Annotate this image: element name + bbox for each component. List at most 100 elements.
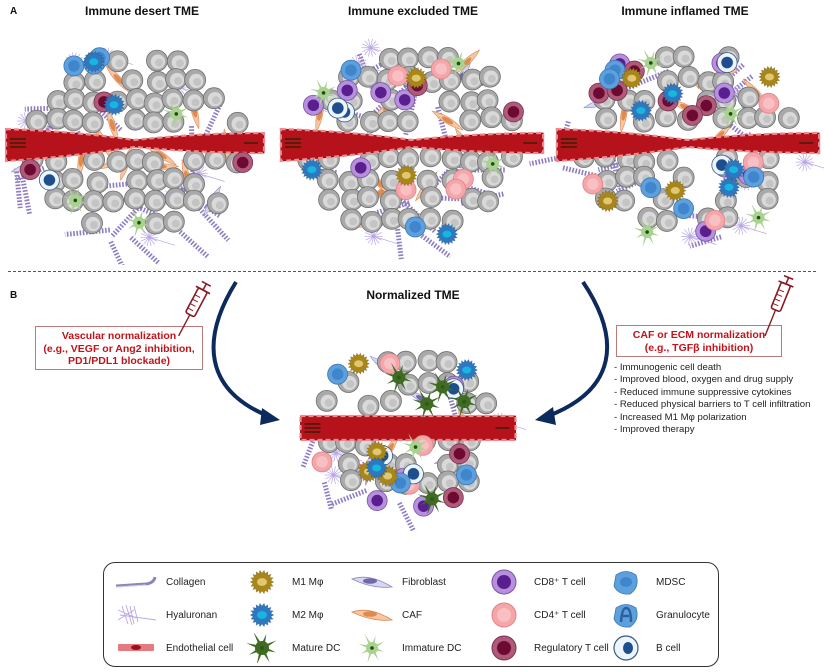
tumor-cell: [125, 148, 148, 171]
cd4-t-cell: [387, 65, 409, 87]
regulatory-t-cell: [681, 105, 703, 126]
blood-vessel: [279, 127, 545, 163]
tumor-cell: [63, 88, 86, 111]
tumor-cell: [441, 147, 464, 170]
effect-item: - Reduced physical barriers to T cell in…: [614, 399, 811, 411]
tumor-cell: [595, 107, 618, 130]
mdsc-cell: [599, 68, 620, 90]
legend-label: Endothelial cell: [166, 642, 234, 654]
tumor-cell: [477, 190, 499, 213]
tumor-cell: [62, 109, 85, 132]
cd8-t-cell: [336, 79, 358, 101]
tumor-cell: [419, 207, 441, 230]
tumor-cell: [341, 188, 364, 211]
b-cell: [327, 97, 349, 119]
tumor-cell: [420, 186, 443, 209]
tumor-cell: [81, 111, 104, 134]
tumor-cell: [86, 171, 109, 194]
hyaluronan: [681, 227, 717, 246]
tumor-cell: [381, 207, 403, 230]
endothelial-cell-icon: [118, 644, 154, 651]
dendritic-cell-shape: [246, 633, 277, 663]
tumor-cell: [124, 108, 147, 131]
mature-dc: [412, 388, 441, 420]
legend-item-immature-dc: Immature DC: [350, 633, 461, 663]
cd8-t-cell: [366, 490, 388, 511]
caf-icon: [350, 609, 394, 621]
tumor-cell: [613, 189, 636, 212]
tumor-cell: [144, 189, 166, 212]
tumor-cell: [656, 149, 679, 172]
legend-item-cd8-t-cell: CD8⁺ T cell: [482, 567, 586, 597]
m2-macrophage: [102, 93, 126, 117]
mdsc-cell: [63, 55, 85, 77]
panel-a-label: A: [10, 6, 18, 17]
m1-macrophage: [758, 65, 781, 89]
b-cell: [39, 169, 60, 191]
collagen-fiber: [20, 177, 33, 215]
macrophage-shape: [249, 569, 275, 595]
tumor-cell: [459, 109, 482, 132]
tumor-cell: [162, 210, 185, 233]
tumor-cell: [166, 50, 189, 73]
cd4-t-cell: [758, 92, 780, 114]
collagen-fiber: [178, 229, 210, 259]
immature-dc: [717, 100, 744, 129]
mature-dc: [449, 386, 478, 418]
tumor-cell: [182, 189, 205, 212]
legend-item-b-cell: B cell: [604, 633, 680, 663]
title-normalized-tme: Normalized TME: [366, 288, 460, 302]
collagen-fiber: [374, 200, 411, 216]
title-immune-desert: Immune desert TME: [84, 4, 200, 18]
cd8-t-cell: [394, 89, 416, 111]
immature-dc: [479, 150, 506, 179]
tumor-cell: [397, 147, 419, 170]
tumor-cell: [204, 147, 227, 170]
legend-label: M2 Mφ: [292, 609, 324, 621]
mdsc-cell: [673, 198, 694, 220]
cd8-t-cell: [350, 157, 372, 179]
tumor-cell: [340, 208, 363, 231]
tumor-cell: [378, 48, 401, 70]
tumor-cell: [106, 150, 129, 173]
mature-dc: [417, 483, 446, 516]
m1-macrophage-icon: [249, 569, 275, 595]
legend-label: Granulocyte: [656, 609, 710, 621]
m1-macrophage: [347, 352, 371, 375]
tumor-cell: [481, 166, 504, 189]
macrophage-shape: [249, 602, 275, 628]
syringe-icon-right: [764, 274, 794, 337]
immature-dc: [402, 433, 429, 462]
tumor-cell: [475, 392, 498, 415]
fibroblast-icon: [350, 576, 394, 588]
tumor-cell: [183, 172, 205, 195]
legend: Collagen Hyaluronan Endothelial cell M1 …: [103, 562, 719, 667]
vascular-normalization-example: (e.g., VEGF or Ang2 inhibition,: [43, 342, 195, 355]
collagen-fiber: [13, 168, 23, 209]
m2-macrophage: [435, 222, 459, 246]
effect-item: - Improved therapy: [614, 424, 695, 436]
mdsc-cell: [340, 59, 362, 81]
collagen-fiber: [562, 165, 604, 180]
hyaluronan: [795, 153, 824, 171]
cd4-t-cell: [379, 353, 401, 374]
legend-item-cd4-t-cell: CD4⁺ T cell: [482, 600, 586, 630]
effect-item: - Improved blood, oxygen and drug supply: [614, 374, 794, 386]
tumor-cell: [476, 89, 499, 112]
tumor-cell: [677, 66, 700, 88]
panel-a-illustrations: [4, 38, 824, 265]
m2-macrophage: [365, 456, 389, 480]
tumor-cell: [315, 389, 338, 412]
blood-vessel: [4, 127, 266, 163]
cd4-t-cell: [445, 178, 467, 200]
tumor-cell: [25, 109, 48, 132]
blood-vessel: [555, 127, 821, 163]
curved-arrow-right-icon: [535, 280, 610, 425]
legend-item-m2-macrophage: M2 Mφ: [240, 600, 323, 630]
mdsc-icon: [613, 571, 638, 595]
tumor-cell: [394, 350, 417, 373]
tumor-cell: [396, 110, 419, 133]
tumor-cell: [435, 351, 458, 373]
panel-b-label: B: [10, 290, 18, 301]
tumor-cell: [165, 68, 187, 90]
